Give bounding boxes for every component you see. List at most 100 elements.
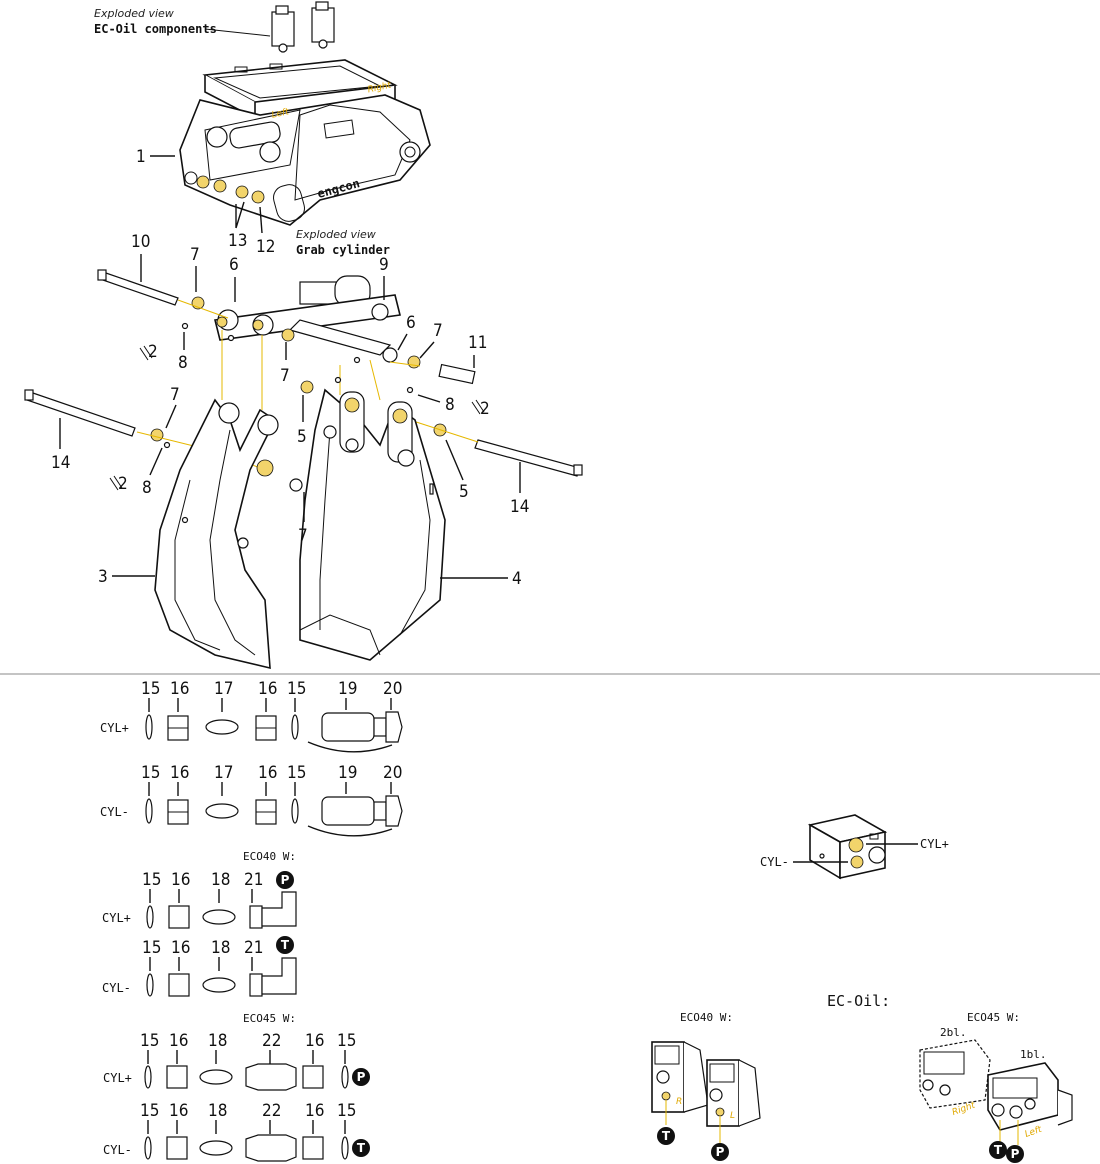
row6-n15a: 15 xyxy=(140,1101,159,1121)
eco45-rows-title: ECO45 W: xyxy=(243,1012,296,1025)
callout-9: 9 xyxy=(379,255,389,275)
row3-badge xyxy=(276,871,294,889)
row6-n16b: 16 xyxy=(305,1101,324,1121)
left-mark: Left xyxy=(271,107,290,120)
row3-label: CYL+ xyxy=(102,911,131,925)
eco40-p-badge xyxy=(711,1143,729,1161)
row4-label: CYL- xyxy=(102,981,131,995)
ec-oil-component-valves xyxy=(271,1,335,53)
eco45-p-text: P xyxy=(1011,1147,1020,1161)
pin-14-right xyxy=(474,439,583,477)
row4-n21: 21 xyxy=(244,938,263,958)
row5-n18: 18 xyxy=(208,1031,227,1051)
lock-screws xyxy=(163,322,414,449)
pin-10 xyxy=(97,269,179,306)
valve-cyl-plus: CYL+ xyxy=(920,837,949,851)
eco45-valve-2bl: Right xyxy=(919,1039,991,1118)
grab-cylinder xyxy=(214,275,401,363)
callout-7d: 7 xyxy=(170,385,180,405)
row6-n22: 22 xyxy=(262,1101,281,1121)
eco40-r-mark: R xyxy=(676,1097,682,1107)
valve-cyl-minus: CYL- xyxy=(760,855,789,869)
grab-cylinder-label: Grab cylinder xyxy=(296,243,390,257)
row2-n16b: 16 xyxy=(258,763,277,783)
row6-n15b: 15 xyxy=(337,1101,356,1121)
row1-n15b: 15 xyxy=(287,679,306,699)
row5-n15b: 15 xyxy=(337,1031,356,1051)
hose-row-3: CYL+ 15 16 18 21 P xyxy=(102,870,297,929)
hose-row-6: CYL- 15 16 18 22 16 15 T xyxy=(103,1101,370,1162)
row3-badge-text: P xyxy=(281,873,290,887)
grab-arm-left xyxy=(154,398,279,670)
ec-oil-leader xyxy=(204,28,271,37)
callout-7c: 7 xyxy=(280,366,290,386)
callout-4: 4 xyxy=(512,569,522,589)
row4-n16: 16 xyxy=(171,938,190,958)
eco45-t-badge xyxy=(989,1141,1007,1159)
hose-row-5: CYL+ 15 16 18 22 16 15 P xyxy=(103,1031,370,1091)
row5-badge-text: P xyxy=(357,1070,366,1084)
pin-14-left xyxy=(24,389,136,437)
row4-badge-text: T xyxy=(281,938,290,952)
row5-n16a: 16 xyxy=(169,1031,188,1051)
eco40-l-mark: L xyxy=(730,1111,735,1121)
bushings xyxy=(150,296,447,492)
row6-n16a: 16 xyxy=(169,1101,188,1121)
callout-6a: 6 xyxy=(229,255,239,275)
eco45-t-text: T xyxy=(994,1143,1003,1157)
circlips xyxy=(109,345,485,491)
callout-2b: 2 xyxy=(480,399,490,419)
row2-n15b: 15 xyxy=(287,763,306,783)
row5-badge xyxy=(352,1068,370,1086)
callout-2c: 2 xyxy=(118,474,128,494)
ec-oil-eco40-title: ECO40 W: xyxy=(680,1011,733,1024)
callout-2a: 2 xyxy=(148,342,158,362)
row1-n16b: 16 xyxy=(258,679,277,699)
ec-oil-eco45-title: ECO45 W: xyxy=(967,1011,1020,1024)
exploded-view-label: Exploded view xyxy=(94,7,174,20)
row4-n18: 18 xyxy=(211,938,230,958)
eco45-valve-1bl: Left T P xyxy=(987,1062,1073,1163)
valve-block: CYL+ CYL- xyxy=(760,814,949,880)
row4-badge xyxy=(276,936,294,954)
row3-n16: 16 xyxy=(171,870,190,890)
callout-5a: 5 xyxy=(297,427,307,447)
callout-7b: 7 xyxy=(433,321,443,341)
callout-14b: 14 xyxy=(510,497,529,517)
callout-12: 12 xyxy=(256,237,275,257)
grab-arm-right xyxy=(299,388,446,661)
hose-row-1: CYL+ 15 16 17 16 15 19 20 xyxy=(100,679,403,753)
eco40-t-badge xyxy=(657,1127,675,1145)
row2-n15a: 15 xyxy=(141,763,160,783)
eco40-t-text: T xyxy=(662,1129,671,1143)
row6-badge-text: T xyxy=(357,1141,366,1155)
callout-13: 13 xyxy=(228,231,247,251)
frame-bracket: engcon Right Left xyxy=(179,59,431,226)
row1-n20: 20 xyxy=(383,679,402,699)
callout-8b: 8 xyxy=(445,395,455,415)
row1-n17: 17 xyxy=(214,679,233,699)
row5-n16b: 16 xyxy=(305,1031,324,1051)
hose-row-4: CYL- 15 16 18 21 T xyxy=(102,936,297,997)
row2-label: CYL- xyxy=(100,805,129,819)
row3-n15: 15 xyxy=(142,870,161,890)
row1-n15a: 15 xyxy=(141,679,160,699)
pin-11 xyxy=(438,363,476,385)
right-mark: Right xyxy=(367,81,393,96)
row6-label: CYL- xyxy=(103,1143,132,1157)
row2-n20: 20 xyxy=(383,763,402,783)
callout-10: 10 xyxy=(131,232,150,252)
callout-7a: 7 xyxy=(190,245,200,265)
callout-1: 1 xyxy=(136,147,146,167)
ec-oil-components-label: EC-Oil components xyxy=(94,22,217,36)
callout-3: 3 xyxy=(98,567,108,587)
row2-n17: 17 xyxy=(214,763,233,783)
eco40-valve-p: L P xyxy=(706,1059,761,1161)
eco40-valve-t: R T xyxy=(651,1041,709,1145)
grab-exploded-label: Exploded view xyxy=(296,228,376,241)
row6-badge xyxy=(352,1139,370,1157)
callout-14a: 14 xyxy=(51,453,70,473)
row6-n18: 18 xyxy=(208,1101,227,1121)
row3-n21: 21 xyxy=(244,870,263,890)
